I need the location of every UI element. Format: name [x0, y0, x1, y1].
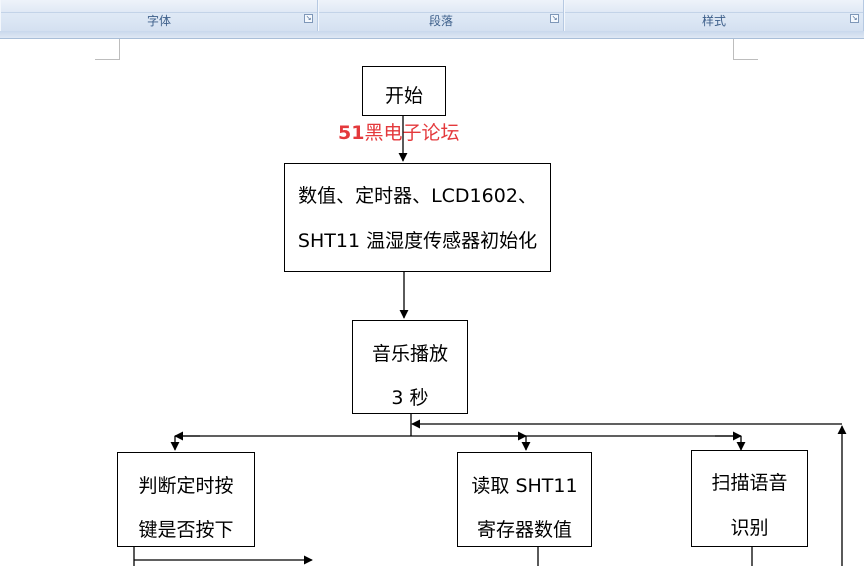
ribbon: 字体 ↘ 段落 ↘ 样式 ↘ [0, 0, 864, 39]
ribbon-group-controls[interactable] [1, 0, 317, 13]
ribbon-bottom-bar [0, 31, 864, 38]
flow-box-text-line1: 数值、定时器、LCD1602、 [298, 185, 537, 207]
ribbon-group-controls[interactable] [319, 0, 563, 13]
ribbon-group-font: 字体 ↘ [0, 0, 318, 31]
flow-box-read[interactable]: 读取 SHT11 寄存器数值 [457, 452, 592, 547]
ribbon-group-paragraph: 段落 ↘ [318, 0, 564, 31]
flow-box-init[interactable]: 数值、定时器、LCD1602、 SHT11 温湿度传感器初始化 [284, 163, 551, 272]
flow-box-scan[interactable]: 扫描语音 识别 [691, 450, 808, 547]
flow-box-text-line2: 寄存器数值 [476, 519, 572, 541]
flow-box-text-line2: SHT11 温湿度传感器初始化 [297, 230, 538, 252]
ribbon-group-label: 样式 [701, 14, 726, 28]
ribbon-group-label: 字体 [146, 14, 171, 28]
crop-mark-right [733, 39, 758, 60]
font-dialog-launcher-icon[interactable]: ↘ [304, 14, 313, 23]
flow-box-text-line1: 扫描语音 [711, 472, 788, 494]
flow-box-text-line1: 判断定时按 [138, 475, 234, 497]
watermark-number: 51 [338, 122, 365, 144]
paragraph-dialog-launcher-icon[interactable]: ↘ [550, 14, 559, 23]
flow-box-text-line2: 3 秒 [391, 387, 429, 409]
flow-box-text-line2: 键是否按下 [138, 519, 234, 541]
flow-box-music[interactable]: 音乐播放 3 秒 [352, 320, 468, 414]
ribbon-group-styles: 样式 ↘ [564, 0, 864, 31]
flow-box-text-line1: 读取 SHT11 [471, 475, 578, 497]
flow-box-text-line2: 识别 [730, 517, 769, 539]
flow-box-start[interactable]: 开始 [362, 66, 446, 116]
ribbon-group-label: 段落 [428, 14, 453, 28]
styles-dialog-launcher-icon[interactable]: ↘ [850, 14, 859, 23]
watermark-label: 黑电子论坛 [364, 122, 460, 144]
flow-box-text: 开始 [384, 85, 423, 107]
flow-box-text-line1: 音乐播放 [371, 343, 448, 365]
flow-box-judge[interactable]: 判断定时按 键是否按下 [117, 452, 255, 547]
watermark-text: 51黑电子论坛 [338, 118, 459, 145]
crop-mark-left [95, 39, 120, 60]
ribbon-group-controls[interactable] [565, 0, 863, 13]
